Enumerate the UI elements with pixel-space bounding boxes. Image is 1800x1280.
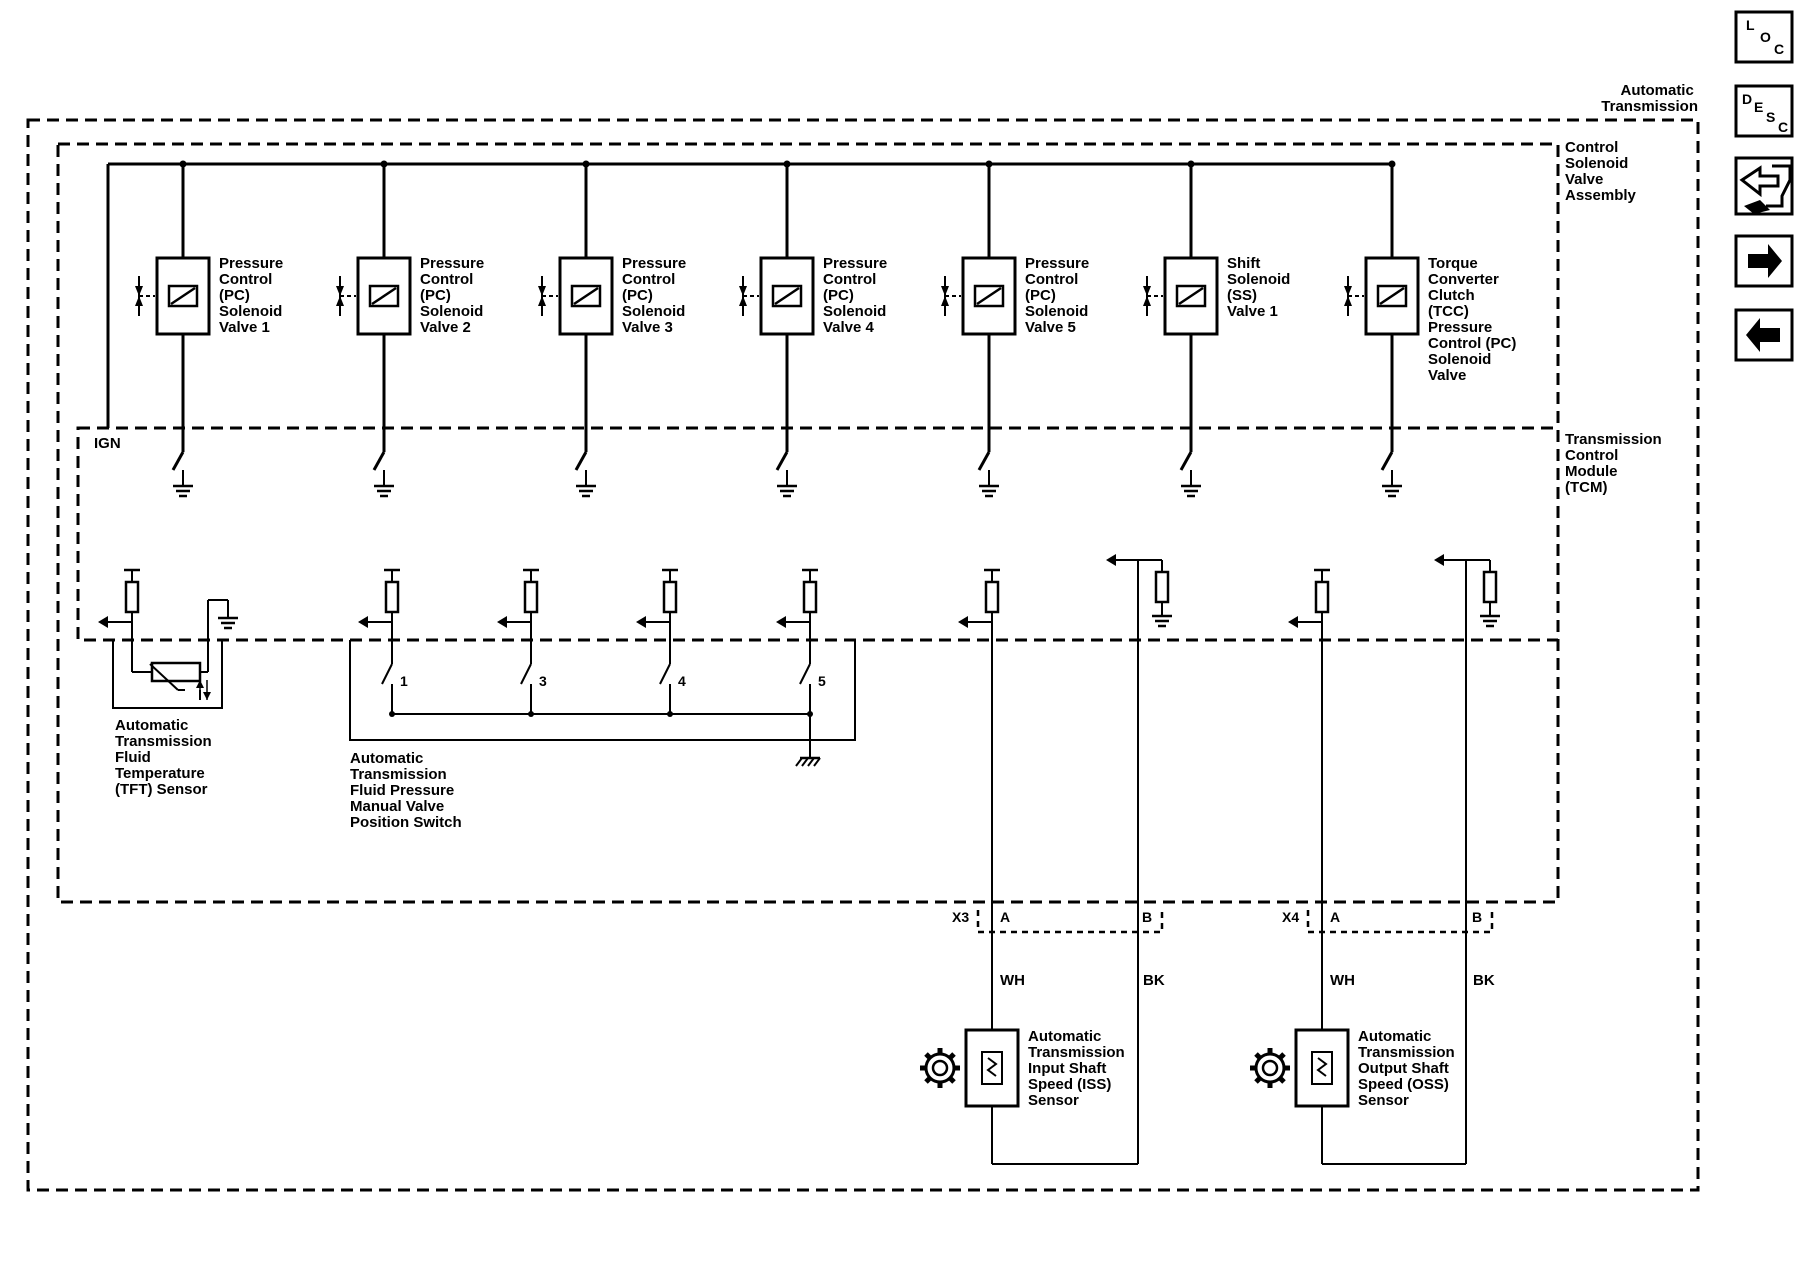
connector-x4-pin-b: B <box>1472 909 1482 925</box>
svg-text:D: D <box>1742 91 1752 107</box>
connector-x3-pin-b: B <box>1142 909 1152 925</box>
switch-input-pullup: 3 <box>497 568 547 717</box>
switch-input-pullup: 1 <box>358 568 408 717</box>
automatic-transmission-label: Automatic Transmission <box>1601 82 1698 115</box>
switch-contact-label: 1 <box>400 673 408 689</box>
svg-text:O: O <box>1760 29 1771 45</box>
connector-end-view-icon <box>1739 164 1792 214</box>
ign-label: IGN <box>94 435 121 452</box>
connector-end-view-button[interactable] <box>1734 156 1794 216</box>
tft-sensor <box>112 599 240 709</box>
svg-text:E: E <box>1754 99 1763 115</box>
location-button[interactable]: L O C <box>1734 10 1794 64</box>
iss-signal-wire-color: WH <box>1000 972 1025 989</box>
tft-sensor-label: Automatic Transmission Fluid Temperature… <box>115 717 216 798</box>
oss-circuit <box>1294 554 1502 1165</box>
tft-input-pullup <box>98 568 142 628</box>
iss-sensor-label: Automatic Transmission Input Shaft Speed… <box>1028 1028 1129 1109</box>
previous-page-button[interactable] <box>1734 308 1794 362</box>
iss-input-pullup <box>958 568 1002 628</box>
switch-input-pullup: 5 <box>776 568 826 717</box>
control-solenoid-valve-assembly-boundary <box>56 142 1560 904</box>
next-page-button[interactable] <box>1734 234 1794 288</box>
connector-x3: X3 A B <box>952 909 1164 934</box>
oss-signal-wire-color: WH <box>1330 972 1355 989</box>
connector-x3-name: X3 <box>952 909 969 925</box>
svg-text:C: C <box>1778 119 1788 135</box>
gear-icon <box>920 1048 960 1088</box>
switch-input-pullup: 4 <box>636 568 686 717</box>
pressure-switch-label: Automatic Transmission Fluid Pressure Ma… <box>350 750 462 831</box>
connector-x4-name: X4 <box>1282 909 1299 925</box>
next-arrow-icon <box>1748 244 1782 278</box>
switch-contact-label: 4 <box>678 673 686 689</box>
tcm-input-row: 1 3 4 5 <box>98 568 1332 717</box>
iss-circuit <box>964 554 1174 1165</box>
oss-sensor-label: Automatic Transmission Output Shaft Spee… <box>1358 1028 1459 1109</box>
switch-contact-label: 3 <box>539 673 547 689</box>
automatic-transmission-boundary <box>26 118 1700 1192</box>
svg-text:S: S <box>1766 109 1775 125</box>
gear-icon <box>1250 1048 1290 1088</box>
oss-input-pullup <box>1288 568 1332 628</box>
connector-x4-pin-a: A <box>1330 909 1340 925</box>
fluid-pressure-manual-valve-position-switch <box>349 640 856 767</box>
iss-return-wire-color: BK <box>1143 972 1165 989</box>
tcm-label: Transmission Control Module (TCM) <box>1565 431 1666 496</box>
control-solenoid-valve-assembly-label: Control Solenoid Valve Assembly <box>1565 139 1637 204</box>
svg-text:C: C <box>1774 41 1784 57</box>
connector-x3-pin-a: A <box>1000 909 1010 925</box>
oss-return-wire-color: BK <box>1473 972 1495 989</box>
switch-contact-label: 5 <box>818 673 826 689</box>
previous-arrow-icon <box>1746 318 1780 352</box>
svg-text:L: L <box>1746 17 1755 33</box>
tcm-boundary <box>76 426 1560 642</box>
description-button[interactable]: D E S C <box>1734 84 1794 138</box>
connector-x4: X4 A B <box>1282 909 1494 934</box>
